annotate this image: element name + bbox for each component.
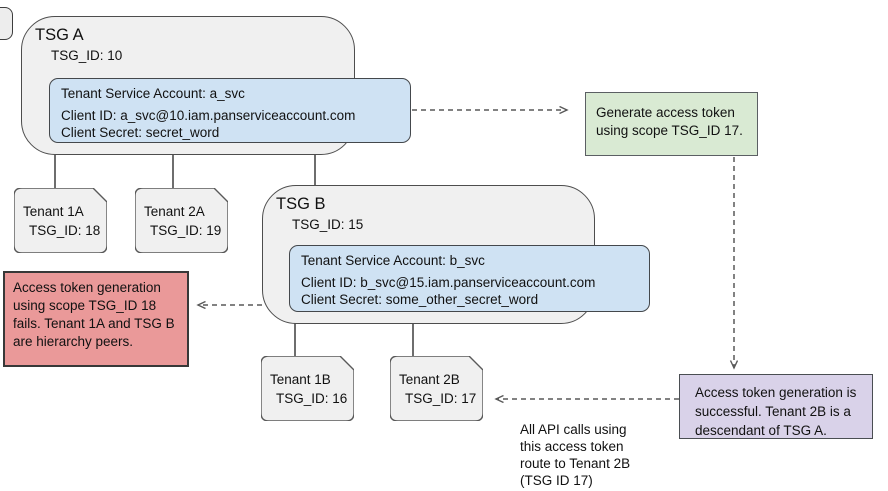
- tsg-b-id: TSG_ID: 15: [292, 217, 364, 232]
- tenant-card-shape: [390, 356, 483, 421]
- service-account-b-client-secret: Client Secret: some_other_secret_word: [301, 292, 539, 307]
- tenant-2b-name: Tenant 2B: [399, 372, 460, 387]
- token-success-note: Access token generation is successful. T…: [679, 374, 873, 439]
- tsg-a-id: TSG_ID: 10: [51, 48, 123, 63]
- service-account-b-client-id: Client ID: b_svc@15.iam.panserviceaccoun…: [301, 275, 596, 290]
- service-account-a-client-id: Client ID: a_svc@10.iam.panserviceaccoun…: [61, 108, 356, 123]
- service-account-b-box: Tenant Service Account: b_svc Client ID:…: [289, 245, 650, 312]
- tenant-card-2a: Tenant 2A TSG_ID: 19: [135, 188, 228, 253]
- tenant-card-shape: [14, 188, 107, 253]
- tenant-card-shape: [261, 356, 354, 421]
- token-fail-note: Access token generation using scope TSG_…: [3, 271, 189, 367]
- tenant-1b-name: Tenant 1B: [270, 372, 331, 387]
- tenant-1b-id: TSG_ID: 16: [276, 391, 348, 406]
- tenant-card-1b: Tenant 1B TSG_ID: 16: [261, 356, 354, 421]
- service-account-a-client-secret: Client Secret: secret_word: [61, 125, 220, 140]
- tsg-b-title: TSG B: [276, 195, 326, 213]
- clipped-edge-shape: [0, 7, 13, 40]
- tenant-card-shape: [135, 188, 228, 253]
- api-routing-note: All API calls using this access token ro…: [520, 422, 631, 488]
- tenant-1a-name: Tenant 1A: [23, 204, 84, 219]
- tenant-card-2b: Tenant 2B TSG_ID: 17: [390, 356, 483, 421]
- tsg-a-title: TSG A: [35, 26, 84, 44]
- service-account-a-title: Tenant Service Account: a_svc: [61, 86, 245, 101]
- generate-token-note: Generate access token using scope TSG_ID…: [585, 92, 758, 156]
- tenant-2a-id: TSG_ID: 19: [150, 223, 222, 238]
- service-account-a-box: Tenant Service Account: a_svc Client ID:…: [49, 78, 411, 143]
- tenant-card-1a: Tenant 1A TSG_ID: 18: [14, 188, 107, 253]
- service-account-b-title: Tenant Service Account: b_svc: [301, 253, 485, 268]
- tenant-2b-id: TSG_ID: 17: [405, 391, 477, 406]
- tenant-1a-id: TSG_ID: 18: [29, 223, 101, 238]
- tenant-2a-name: Tenant 2A: [144, 204, 205, 219]
